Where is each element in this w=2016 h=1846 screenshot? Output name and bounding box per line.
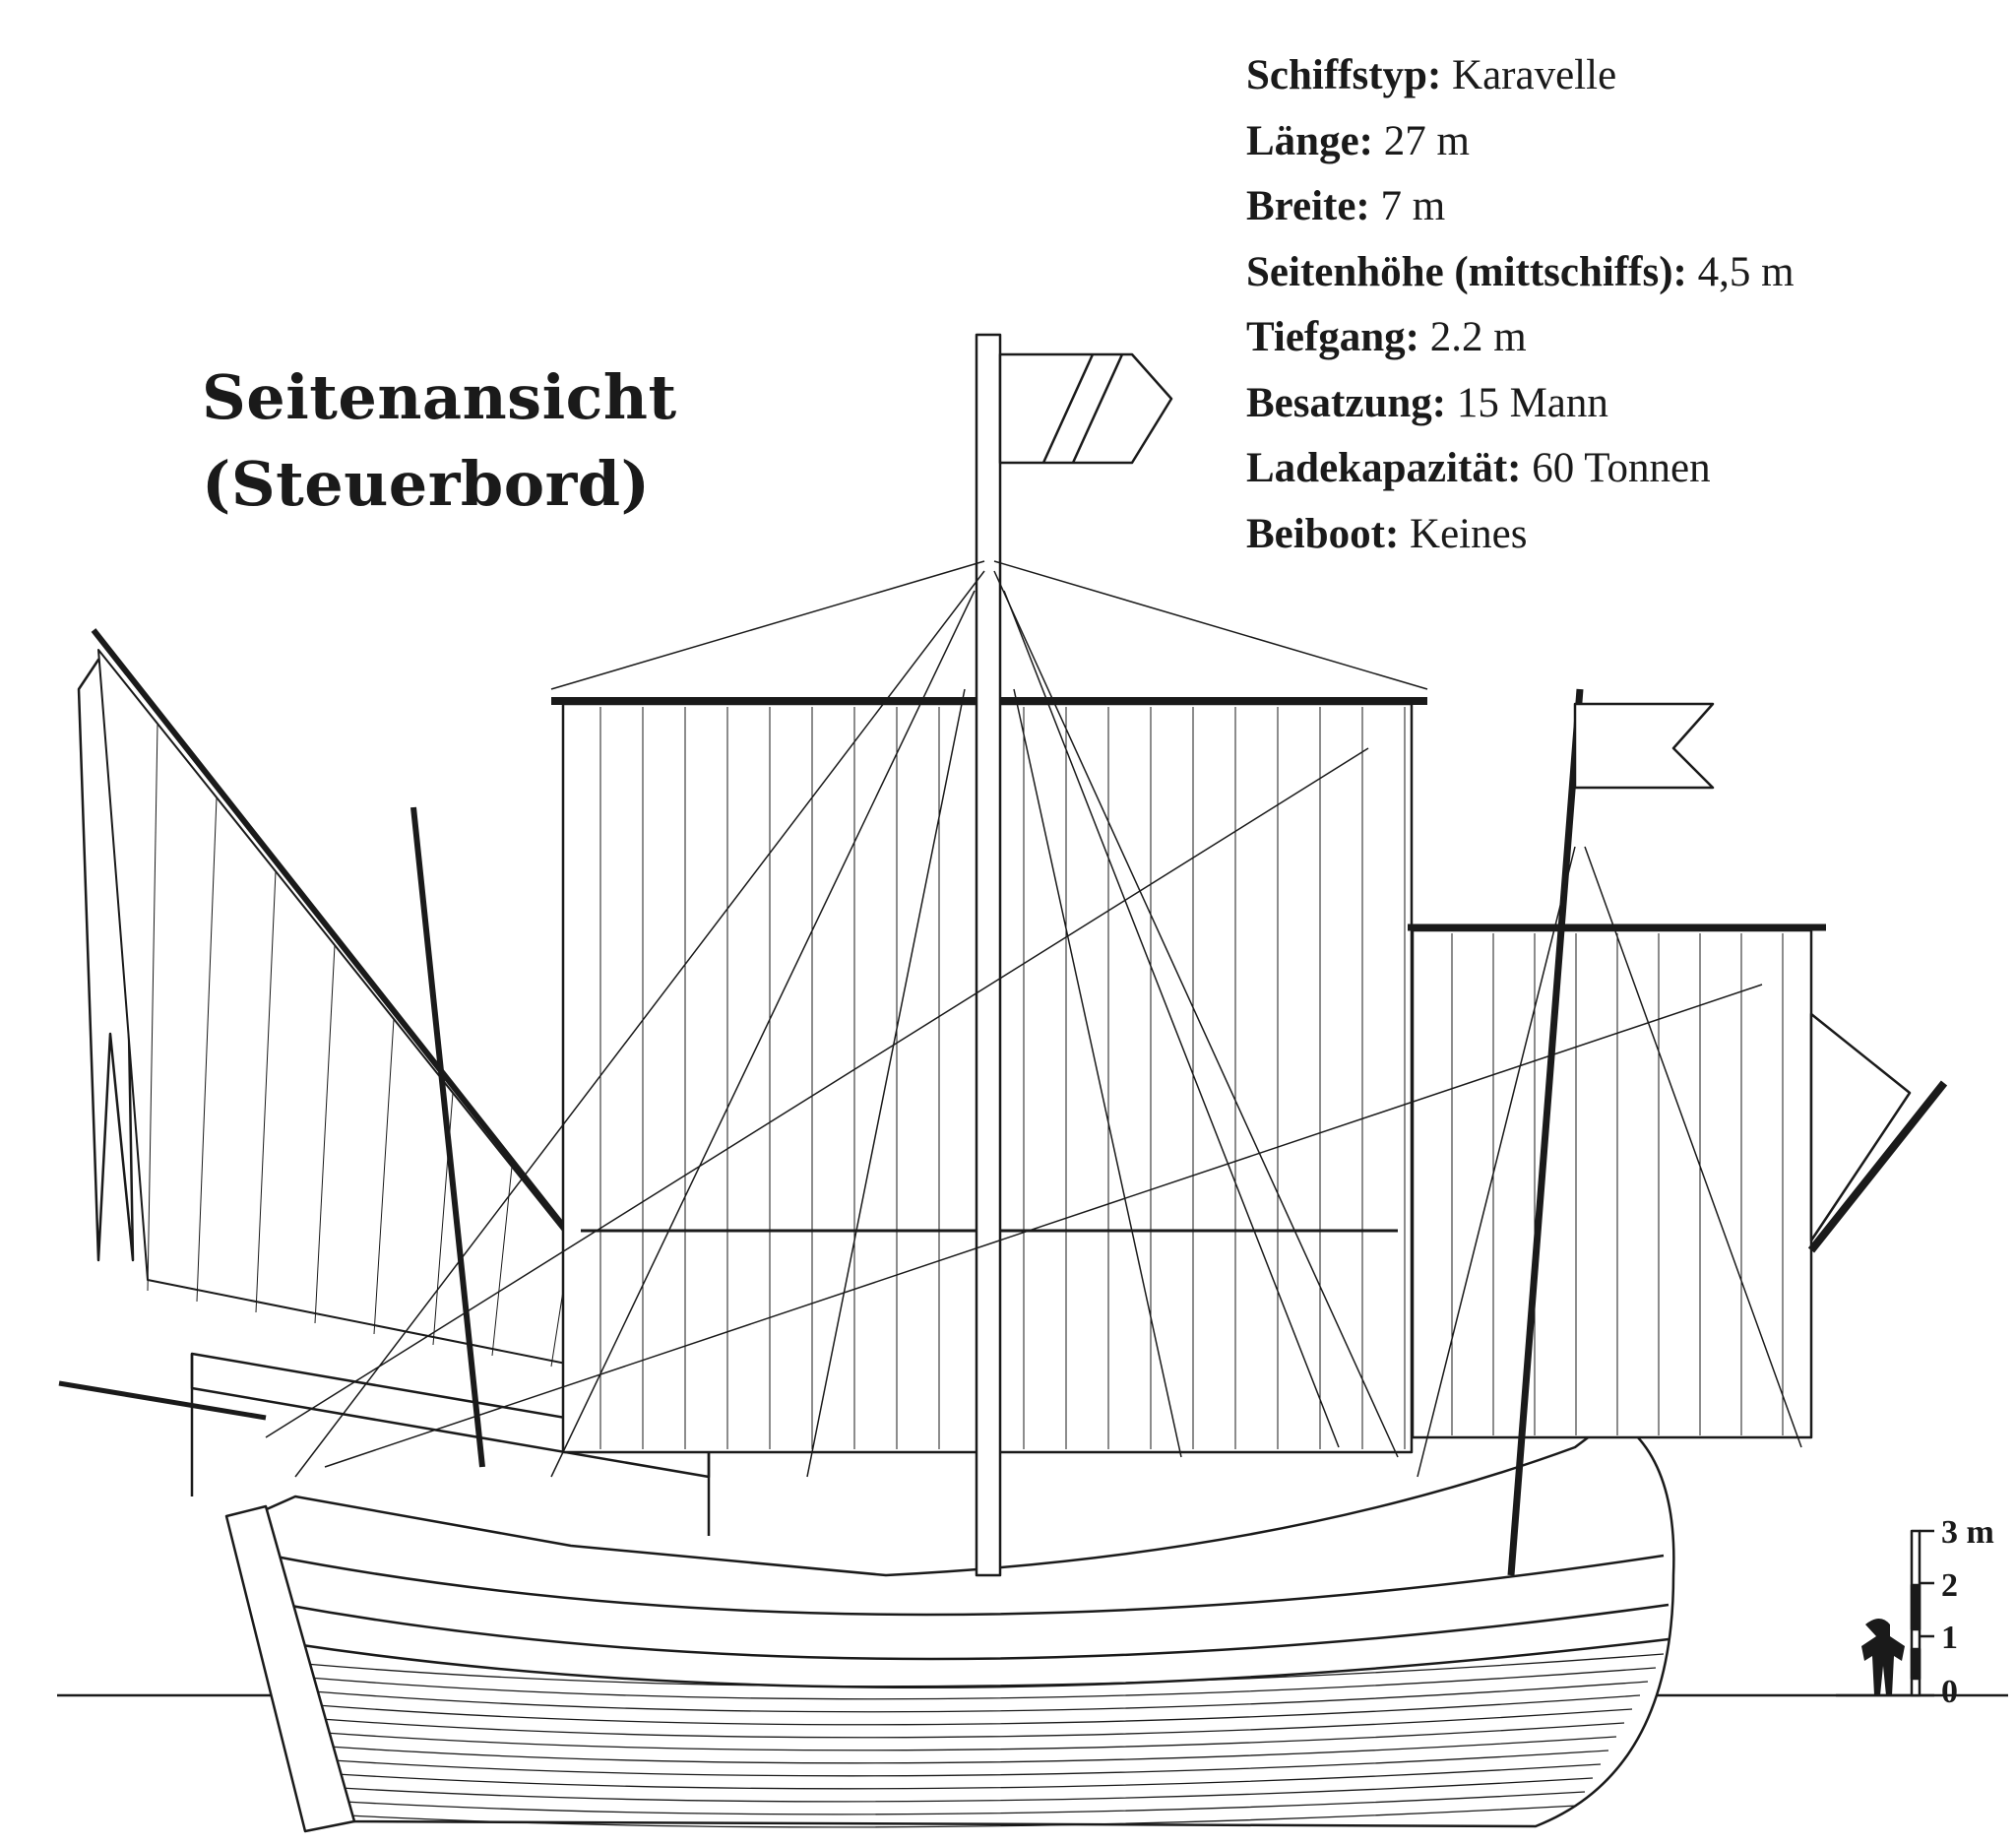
wale-1: [270, 1554, 1665, 1617]
spec-row: Besatzung: 15 Mann: [1246, 371, 1795, 437]
hull-plank: [347, 1805, 1578, 1828]
scale-label-3: 3 m: [1941, 1514, 1994, 1551]
hull-plank: [344, 1791, 1586, 1815]
sail-seam: [373, 1018, 395, 1335]
spec-value: 4,5 m: [1697, 248, 1795, 295]
spec-label: Beiboot:: [1246, 510, 1400, 557]
sail-seam: [491, 1166, 513, 1357]
stem-post: [224, 1504, 356, 1833]
spec-row: Tiefgang: 2.2 m: [1246, 305, 1795, 371]
hull-plank: [312, 1681, 1649, 1713]
main-mast: [975, 333, 1002, 1577]
title-line-1: Seitenansicht: [202, 361, 677, 433]
spec-row: Ladekapazität: 60 Tonnen: [1246, 436, 1795, 502]
spec-row: Breite: 7 m: [1246, 174, 1795, 240]
hull-plank: [332, 1750, 1609, 1777]
view-title: Seitenansicht (Steuerbord): [202, 354, 677, 528]
mizzen-flag: [1573, 702, 1715, 790]
human-silhouette: [1861, 1619, 1905, 1695]
wale-3: [294, 1637, 1670, 1689]
spec-value: Keines: [1410, 510, 1528, 557]
sail-seam: [314, 944, 336, 1324]
spec-label: Besatzung:: [1246, 379, 1447, 426]
spec-value: 15 Mann: [1456, 379, 1608, 426]
scale-label-2: 2: [1941, 1567, 1958, 1604]
specifications-list: Schiffstyp: Karavelle Länge: 27 m Breite…: [1246, 43, 1795, 567]
mizzen-mast: [1507, 688, 1584, 1576]
mizzen-sail: [1411, 928, 1813, 1439]
spec-value: 7 m: [1380, 183, 1446, 229]
spec-label: Seitenhöhe (mittschiffs):: [1246, 248, 1687, 295]
spec-label: Schiffstyp:: [1246, 52, 1442, 98]
sail-seam: [255, 870, 277, 1313]
hull-plank: [324, 1722, 1625, 1751]
main-flag: [998, 352, 1173, 465]
hull-plank: [320, 1708, 1633, 1739]
hull-plank: [308, 1667, 1657, 1700]
spec-value: 60 Tonnen: [1532, 445, 1711, 491]
hull: [249, 1416, 1675, 1828]
foremast: [410, 806, 485, 1468]
spec-row: Seitenhöhe (mittschiffs): 4,5 m: [1246, 240, 1795, 306]
spec-row: Länge: 27 m: [1246, 109, 1795, 175]
scale-bar: [1836, 1529, 1934, 1697]
spec-row: Beiboot: Keines: [1246, 502, 1795, 568]
spec-label: Breite:: [1246, 183, 1370, 229]
spec-row: Schiffstyp: Karavelle: [1246, 43, 1795, 109]
spec-label: Länge:: [1246, 117, 1373, 164]
aft-spar: [1807, 1080, 1948, 1253]
scale-label-0: 0: [1941, 1674, 1958, 1710]
spec-value: Karavelle: [1452, 52, 1617, 98]
title-line-2: (Steuerbord): [202, 448, 651, 520]
spec-value: 2.2 m: [1429, 314, 1527, 360]
wale-2: [284, 1603, 1670, 1661]
spec-label: Tiefgang:: [1246, 314, 1419, 360]
hull-plank: [316, 1694, 1641, 1726]
hull-plank: [340, 1777, 1594, 1803]
sail-seam: [196, 796, 218, 1303]
spec-label: Ladekapazität:: [1246, 445, 1522, 491]
scale-label-1: 1: [1941, 1620, 1958, 1656]
hull-plank: [328, 1736, 1617, 1764]
hull-plank: [336, 1763, 1602, 1790]
spec-value: 27 m: [1383, 117, 1470, 164]
bowsprit: [58, 1380, 267, 1421]
sail-seam: [147, 723, 158, 1292]
